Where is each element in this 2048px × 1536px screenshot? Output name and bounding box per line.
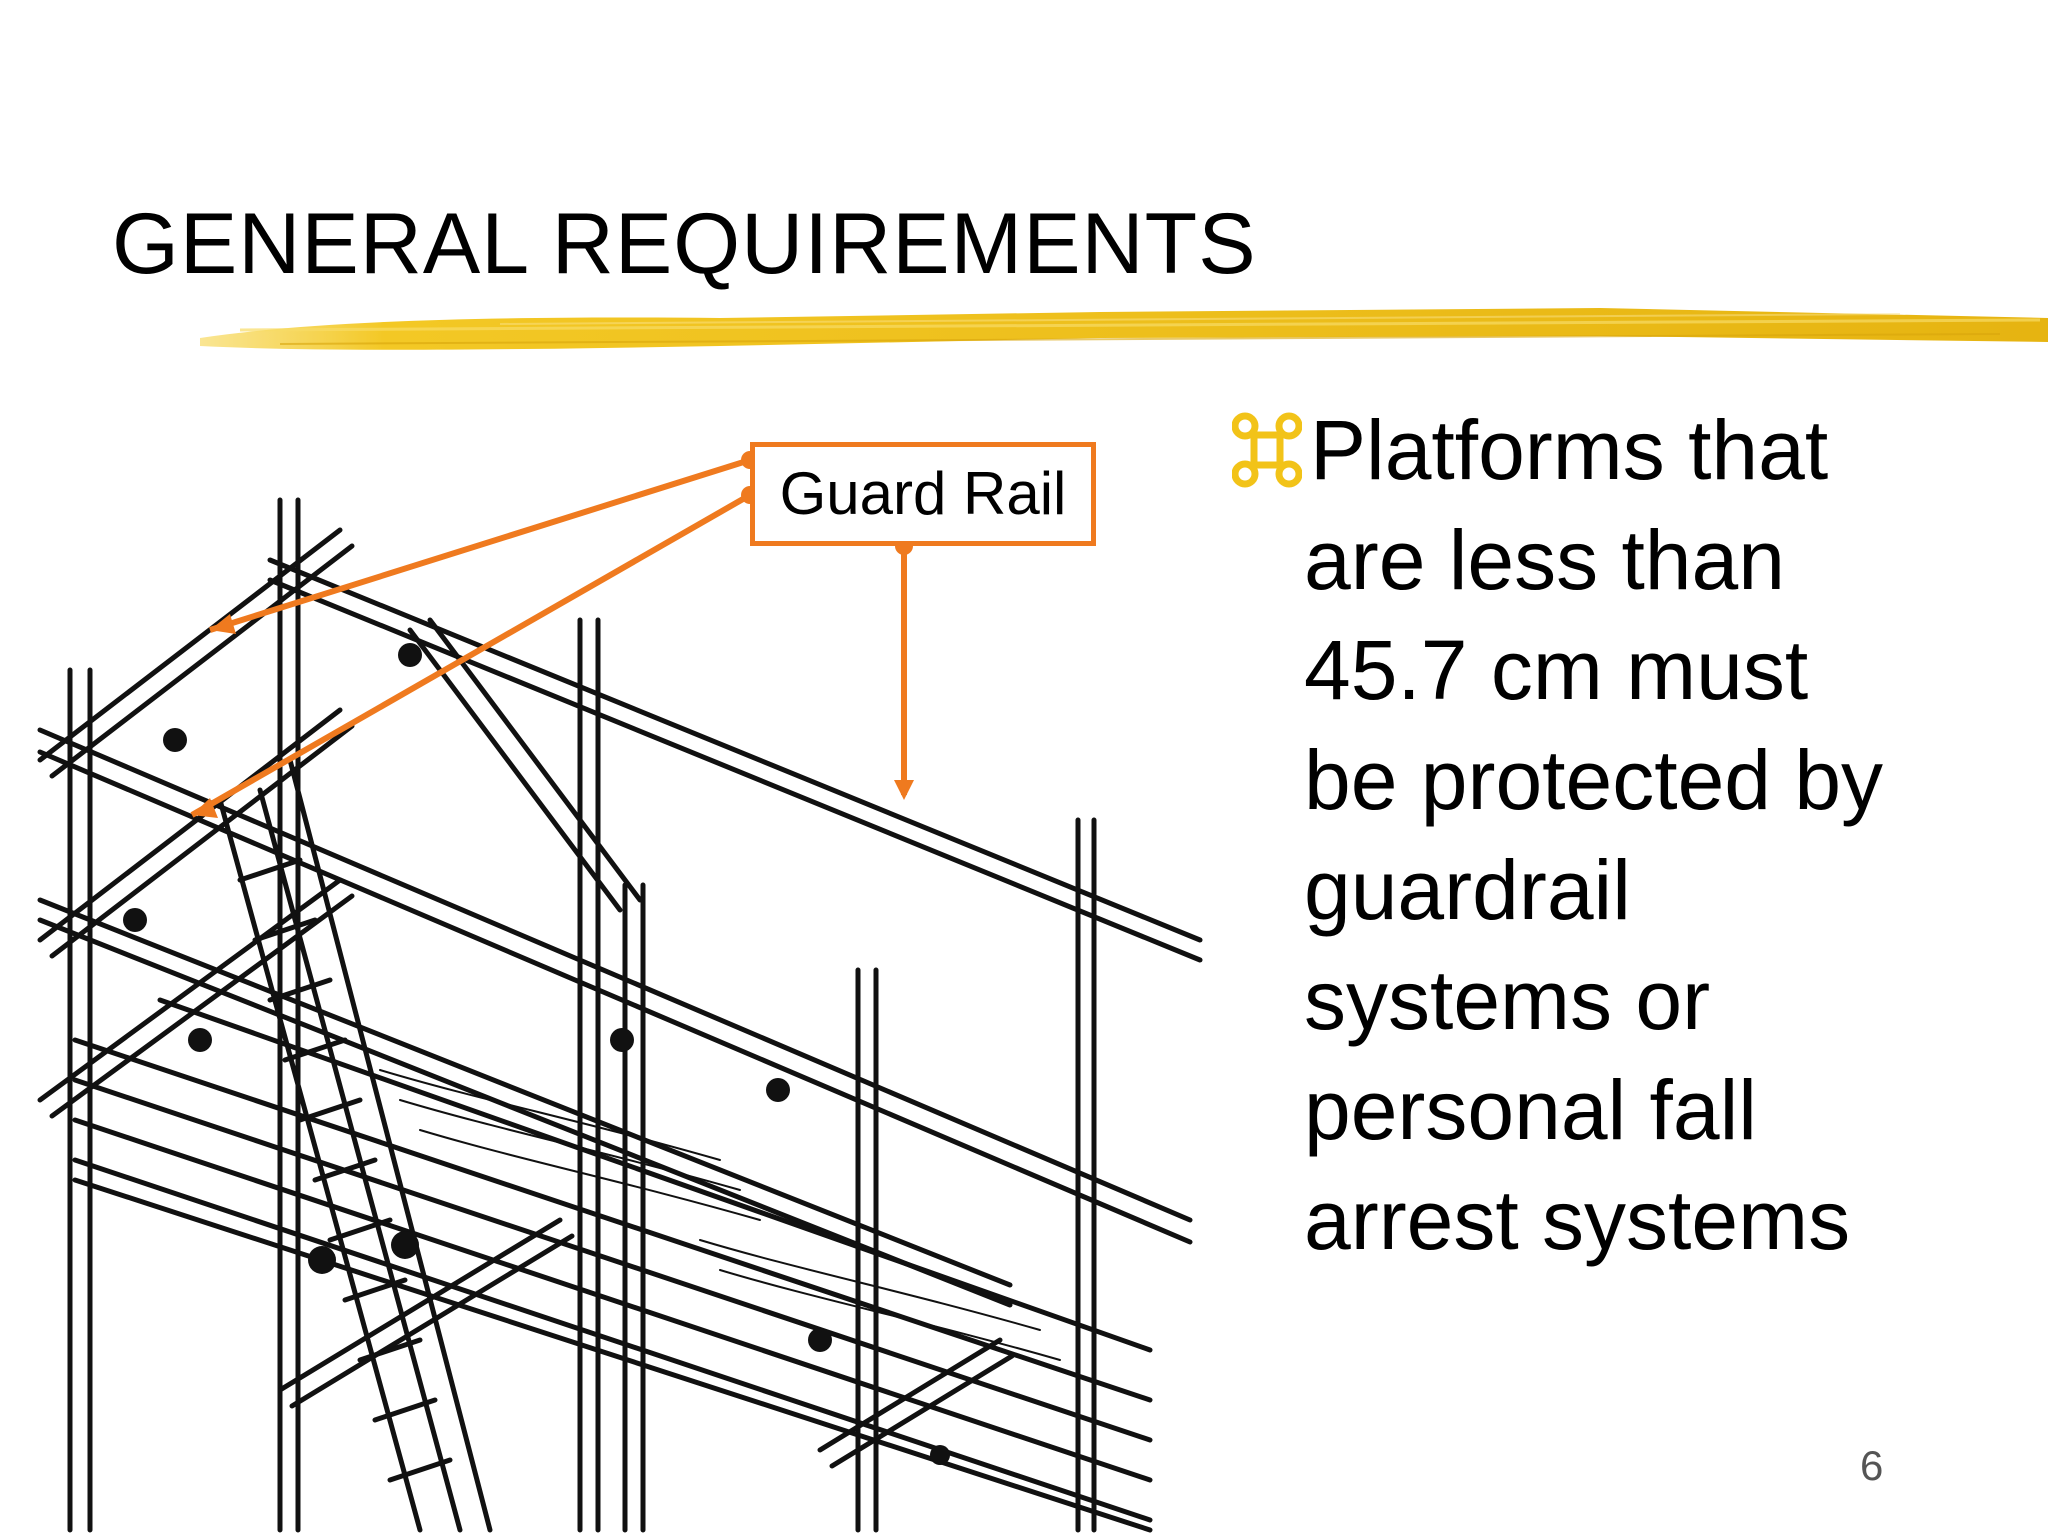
bullet-line: are less than — [1304, 513, 1785, 607]
bullet-line: guardrail — [1304, 843, 1631, 937]
post-mid-back — [577, 617, 601, 1533]
page-number: 6 — [1860, 1442, 1884, 1489]
bullet-line: systems or — [1304, 953, 1711, 1047]
bullet-line: arrest systems — [1304, 1173, 1851, 1267]
bullet-line: 45.7 cm must — [1304, 623, 1809, 717]
slide-title: GENERAL REQUIREMENTS — [112, 196, 1257, 292]
bullet-text: Platforms that are less than 45.7 cm mus… — [1232, 395, 2012, 1275]
scaffold-illustration — [37, 451, 1203, 1533]
bullet-line: be protected by — [1304, 733, 1884, 827]
post-right-back — [1075, 817, 1097, 1533]
bullet-line: personal fall — [1304, 1063, 1757, 1157]
bullet-line: Platforms that — [1310, 403, 1829, 497]
guard-rail-callout: Guard Rail — [750, 442, 1096, 546]
post-mid-front — [622, 882, 646, 1533]
yellow-brush-stroke — [200, 308, 2048, 350]
pointer-line-1 — [209, 457, 751, 633]
pointer-line-2 — [190, 492, 752, 818]
command-key-icon — [1232, 412, 1302, 488]
